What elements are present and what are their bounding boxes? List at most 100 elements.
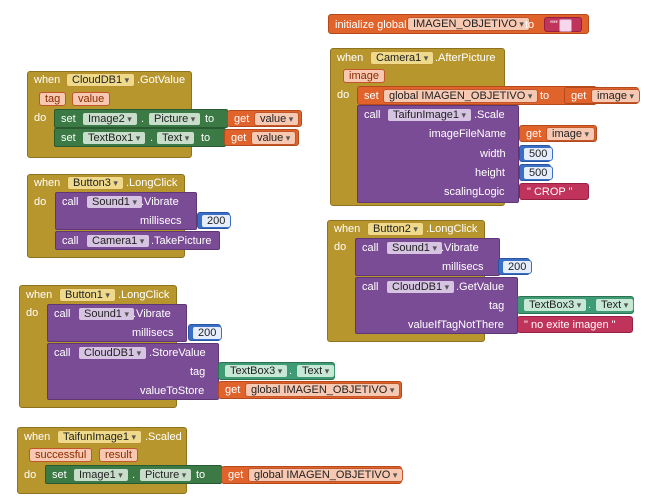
event-name: .AfterPicture — [435, 52, 496, 64]
init-string-quotes: "" — [550, 19, 558, 31]
get-var-dropdown[interactable]: value — [251, 131, 297, 145]
call-label: call — [62, 235, 79, 247]
call-component-dropdown[interactable]: Sound1 — [86, 195, 143, 209]
call-label: call — [362, 281, 379, 293]
set-image1-picture[interactable]: set Image1 . Picture to — [45, 465, 222, 484]
number-value[interactable]: 200 — [192, 326, 223, 340]
getter-component-dropdown[interactable]: TextBox3 — [224, 364, 289, 378]
get-label: get — [225, 384, 241, 396]
do-label: do — [24, 469, 37, 481]
param-successful[interactable]: successful — [29, 448, 93, 462]
call-clouddb1-getvalue[interactable]: call CloudDB1 .GetValue tag valueIfTagNo… — [355, 277, 518, 334]
get-image-block[interactable]: get image — [564, 87, 640, 104]
when-label: when — [24, 431, 51, 443]
init-global-block[interactable]: initialize global IMAGEN_OBJETIVO to "" — [328, 14, 589, 34]
event-component-dropdown[interactable]: Camera1 — [370, 51, 435, 65]
get-label: get — [526, 128, 542, 140]
param-result[interactable]: result — [99, 448, 138, 462]
call-label: call — [54, 308, 71, 320]
arg-label-millisecs: millisecs — [140, 215, 182, 227]
get-image-block[interactable]: get image — [519, 125, 597, 142]
get-global-imagen-block[interactable]: get global IMAGEN_OBJETIVO — [221, 466, 404, 484]
event-name: .GotValue — [137, 74, 186, 86]
set-component-dropdown[interactable]: Image2 — [82, 112, 138, 126]
call-component-dropdown[interactable]: TaifunImage1 — [387, 108, 473, 122]
param-value[interactable]: value — [72, 92, 111, 106]
textbox3-text-getter[interactable]: TextBox3 . Text — [517, 296, 635, 314]
getter-component-dropdown[interactable]: TextBox3 — [523, 298, 588, 312]
text-value[interactable]: " no exite imagen " — [524, 319, 616, 331]
arg-label-valueiftagnotthere: valueIfTagNotThere — [408, 319, 504, 331]
set-var-dropdown[interactable]: global IMAGEN_OBJETIVO — [383, 89, 539, 103]
arg-label-height: height — [475, 167, 505, 179]
get-var-dropdown[interactable]: global IMAGEN_OBJETIVO — [245, 383, 401, 397]
do-label: do — [334, 241, 347, 253]
call-component-dropdown[interactable]: Camera1 — [86, 234, 151, 248]
number-millisecs-block[interactable]: 200 — [188, 324, 223, 341]
text-value[interactable]: " CROP " — [527, 186, 573, 198]
event-name: .Scaled — [145, 431, 182, 443]
set-component-dropdown[interactable]: TextBox1 — [82, 131, 147, 145]
get-label: get — [231, 132, 247, 144]
dot-label: . — [141, 113, 145, 125]
call-component-dropdown[interactable]: CloudDB1 — [386, 280, 456, 294]
event-component-dropdown[interactable]: TaifunImage1 — [57, 430, 143, 444]
text-no-exite-imagen-block[interactable]: " no exite imagen " — [517, 316, 633, 333]
set-component-dropdown[interactable]: Image1 — [73, 468, 129, 482]
getter-property-dropdown[interactable]: Text — [595, 298, 635, 312]
getter-property-dropdown[interactable]: Text — [296, 364, 336, 378]
number-value[interactable]: 500 — [523, 147, 554, 161]
event-component-dropdown[interactable]: Button3 — [67, 176, 124, 190]
number-value[interactable]: 500 — [523, 166, 554, 180]
get-var-dropdown[interactable]: value — [254, 112, 300, 126]
call-method: .Scale — [474, 109, 505, 121]
set-textbox1-text[interactable]: set TextBox1 . Text to — [54, 128, 226, 147]
get-var-dropdown[interactable]: global IMAGEN_OBJETIVO — [248, 468, 404, 482]
event-component-dropdown[interactable]: Button1 — [59, 288, 116, 302]
set-label: set — [364, 90, 379, 102]
call-clouddb1-storevalue[interactable]: call CloudDB1 .StoreValue tag valueToSto… — [47, 343, 219, 400]
set-property-dropdown[interactable]: Text — [156, 131, 196, 145]
call-sound1-vibrate[interactable]: call Sound1 .Vibrate millisecs — [355, 238, 500, 276]
when-label: when — [34, 177, 61, 189]
get-global-imagen-block[interactable]: get global IMAGEN_OBJETIVO — [218, 381, 402, 399]
event-component-dropdown[interactable]: Button2 — [367, 222, 424, 236]
call-method: .TakePicture — [151, 235, 212, 247]
get-value-block[interactable]: get value — [227, 110, 302, 127]
call-label: call — [54, 347, 71, 359]
when-label: when — [26, 289, 53, 301]
param-tag[interactable]: tag — [39, 92, 67, 106]
param-image[interactable]: image — [343, 69, 385, 83]
number-millisecs-block[interactable]: 200 — [197, 212, 232, 229]
arg-label-valuetostore: valueToStore — [140, 385, 205, 397]
init-empty-string[interactable]: "" — [544, 17, 582, 32]
number-height-block[interactable]: 500 — [519, 164, 554, 181]
set-global-imagen-block[interactable]: set global IMAGEN_OBJETIVO to — [357, 86, 597, 105]
init-var-name[interactable]: IMAGEN_OBJETIVO — [407, 17, 530, 31]
get-var-dropdown[interactable]: image — [591, 89, 640, 103]
do-label: do — [34, 196, 47, 208]
get-var-dropdown[interactable]: image — [546, 127, 595, 141]
dot-label: . — [132, 469, 136, 481]
event-component-dropdown[interactable]: CloudDB1 — [66, 73, 136, 87]
set-property-dropdown[interactable]: Picture — [139, 468, 193, 482]
set-image2-picture[interactable]: set Image2 . Picture to — [54, 109, 228, 128]
call-sound1-vibrate[interactable]: call Sound1 .Vibrate millisecs — [55, 192, 197, 230]
call-sound1-vibrate[interactable]: call Sound1 .Vibrate millisecs — [47, 304, 187, 342]
event-name: .LongClick — [426, 223, 478, 235]
number-width-block[interactable]: 500 — [519, 145, 554, 162]
call-component-dropdown[interactable]: Sound1 — [386, 241, 443, 255]
to-label: to — [201, 132, 211, 144]
text-crop-block[interactable]: " CROP " — [519, 183, 589, 200]
number-millisecs-block[interactable]: 200 — [498, 258, 533, 275]
call-taifun-scale-block[interactable]: call TaifunImage1 .Scale imageFileName w… — [357, 105, 519, 203]
textbox3-text-getter[interactable]: TextBox3 . Text — [218, 362, 336, 380]
call-component-dropdown[interactable]: CloudDB1 — [78, 346, 148, 360]
get-value-block[interactable]: get value — [224, 129, 299, 146]
number-value[interactable]: 200 — [502, 260, 533, 274]
number-value[interactable]: 200 — [201, 214, 232, 228]
call-component-dropdown[interactable]: Sound1 — [78, 307, 135, 321]
set-property-dropdown[interactable]: Picture — [148, 112, 202, 126]
call-camera1-takepicture[interactable]: call Camera1 .TakePicture — [55, 231, 220, 250]
init-global-label: initialize global — [335, 19, 407, 31]
